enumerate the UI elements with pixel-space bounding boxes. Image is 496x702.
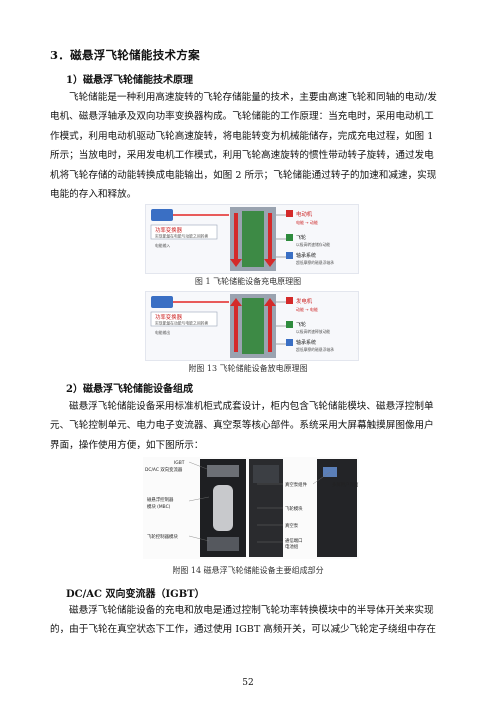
- discharging-diagram-svg: 功率变换器 实现能量在动能与电能之间转换 发电机 动能 → 电能 飞轮 以极高转…: [150, 294, 334, 358]
- generator-sublabel: 动能 → 电能: [296, 306, 318, 312]
- bearing-label: 轴承系统: [296, 252, 316, 259]
- converter-icon: [151, 296, 173, 308]
- figure-charging-diagram: 功率变换器 实现能量在电能与动能之间转换 电动机 电能 → 动能 飞轮 以极高转…: [145, 204, 359, 274]
- flywheel-marker-icon: [286, 234, 293, 241]
- bearing-marker-icon: [286, 252, 293, 259]
- text-line: 作模式，利用电动机驱动飞轮高速旋转，将电能转变为机械能储存，完成充电过程，如图 …: [50, 130, 434, 142]
- flywheel-module-image: [213, 485, 233, 531]
- generator-label: 发电机: [296, 297, 313, 305]
- bearing-sublabel: 超低摩擦的磁悬浮轴承: [296, 260, 334, 265]
- text-line: 元、飞轮控制单元、电力电子变流器、真空泵等核心部件。系统采用大屏幕触摸屏图像用户: [50, 420, 434, 432]
- subsection-heading-composition: 2）磁悬浮飞轮储能设备组成: [66, 384, 193, 395]
- label-igbt: IGBT: [174, 460, 185, 466]
- text-line: 电能的存入和释放。: [50, 189, 137, 201]
- page-number: 52: [242, 678, 254, 688]
- text-line: 飞轮储能是一种利用高速旋转的飞轮存储能量的技术，主要由高速飞轮和同轴的电动/发: [69, 92, 437, 103]
- figure-3-caption: 附图 14 磁悬浮飞轮储能设备主要组成部分: [172, 566, 324, 575]
- section-heading: 3．磁悬浮飞轮储能技术方案: [50, 48, 200, 62]
- motor-marker-icon: [286, 210, 293, 217]
- label-flywheel-module: 飞轮模块: [285, 505, 303, 512]
- generator-marker-icon: [286, 297, 293, 304]
- label-battery: 电池组: [285, 543, 299, 550]
- igbt-paragraph: 磁悬浮飞轮储能设备的充电和放电是通过控制飞轮功率转换模块中的半导体开关来实现 的…: [50, 601, 448, 640]
- flywheel-sublabel: 以极高转速释放动能: [296, 329, 330, 334]
- subsection-heading-igbt: DC/AC 双向变流器（IGBT）: [66, 589, 205, 600]
- label-vacuum-pump: 真空泵: [285, 522, 299, 529]
- label-user-interface: 多屏用户界面: [332, 481, 359, 488]
- converter-sublabel-2: 电能输入: [155, 243, 170, 248]
- figure-cabinet-photo: IGBT DC/AC 双向变流器 磁悬浮控制器 模块 (MBC) 飞轮控制器模块…: [143, 457, 359, 559]
- flywheel-rotor: [242, 211, 264, 267]
- converter-label: 功率变换器: [155, 313, 183, 321]
- motor-sublabel: 电能 → 动能: [296, 219, 318, 225]
- cabinet-photo-svg: IGBT DC/AC 双向变流器 磁悬浮控制器 模块 (MBC) 飞轮控制器模块…: [145, 459, 359, 557]
- text-line: 的，由于飞轮在真空状态下工作，通过使用 IGBT 高频开关，可以减少飞轮定子绕组…: [50, 624, 436, 636]
- principle-paragraph: 飞轮储能是一种利用高速旋转的飞轮存储能量的技术，主要由高速飞轮和同轴的电动/发 …: [50, 88, 448, 204]
- charging-diagram-svg: 功率变换器 实现能量在电能与动能之间转换 电动机 电能 → 动能 飞轮 以极高转…: [150, 207, 334, 271]
- figure-2-caption: 附图 13 飞轮储能设备放电原理图: [188, 364, 308, 373]
- label-flywheel-controller: 飞轮控制器模块: [147, 533, 178, 540]
- flywheel-label: 飞轮: [296, 234, 306, 241]
- label-dcac-converter: DC/AC 双向变流器: [145, 466, 183, 473]
- text-line: 所示；当放电时，采用发电机工作模式，利用飞轮高速旋转的惯性带动转子旋转，通过发电: [50, 150, 434, 162]
- converter-icon: [151, 209, 173, 221]
- energy-flow-arrow: [264, 213, 276, 267]
- composition-paragraph: 磁悬浮飞轮储能设备采用标准机柜式成套设计，柜内包含飞轮储能模块、磁悬浮控制单 元…: [50, 397, 448, 455]
- bearing-marker-icon: [286, 339, 293, 346]
- text-line: 界面，操作使用方便，如下图所示：: [50, 439, 204, 451]
- subsection-heading-principle: 1）磁悬浮飞轮储能技术原理: [66, 75, 193, 86]
- text-line: 电机、磁悬浮轴承及双向功率变换器构成。飞轮储能的工作原理：当充电时，采用电动机工: [50, 111, 434, 123]
- bearing-label: 轴承系统: [296, 339, 316, 346]
- text-line: 磁悬浮飞轮储能设备采用标准机柜式成套设计，柜内包含飞轮储能模块、磁悬浮控制单: [69, 401, 434, 412]
- converter-label: 功率变换器: [155, 226, 183, 234]
- converter-sublabel-2: 电能输出: [155, 330, 170, 335]
- energy-flow-arrow: [264, 298, 276, 352]
- label-maglev-controller: 磁悬浮控制器: [147, 496, 174, 503]
- flywheel-sublabel: 以极高转速储存动能: [296, 242, 330, 247]
- energy-flow-arrow: [230, 213, 242, 267]
- flywheel-label: 飞轮: [296, 321, 306, 328]
- converter-sublabel: 实现能量在电能与动能之间转换: [155, 234, 208, 239]
- bearing-sublabel: 超低摩擦的磁悬浮轴承: [296, 347, 334, 352]
- motor-label: 电动机: [296, 210, 313, 218]
- figure-1-caption: 图 1 飞轮储能设备充电原理图: [194, 277, 302, 286]
- label-mbc-module: 模块 (MBC): [147, 503, 171, 510]
- label-comm-port: 通信端口: [285, 537, 303, 544]
- energy-flow-arrow: [230, 298, 242, 352]
- label-vacuum-assembly: 真空泵组件: [285, 481, 308, 488]
- text-line: 机将飞轮存储的动能转换成电能输出，如图 2 所示；飞轮储能通过转子的加速和减速，…: [50, 169, 437, 181]
- figure-discharging-diagram: 功率变换器 实现能量在动能与电能之间转换 发电机 动能 → 电能 飞轮 以极高转…: [145, 291, 359, 361]
- text-line: 磁悬浮飞轮储能设备的充电和放电是通过控制飞轮功率转换模块中的半导体开关来实现: [69, 605, 434, 616]
- flywheel-marker-icon: [286, 321, 293, 328]
- converter-sublabel: 实现能量在动能与电能之间转换: [155, 321, 208, 326]
- flywheel-rotor: [242, 298, 264, 354]
